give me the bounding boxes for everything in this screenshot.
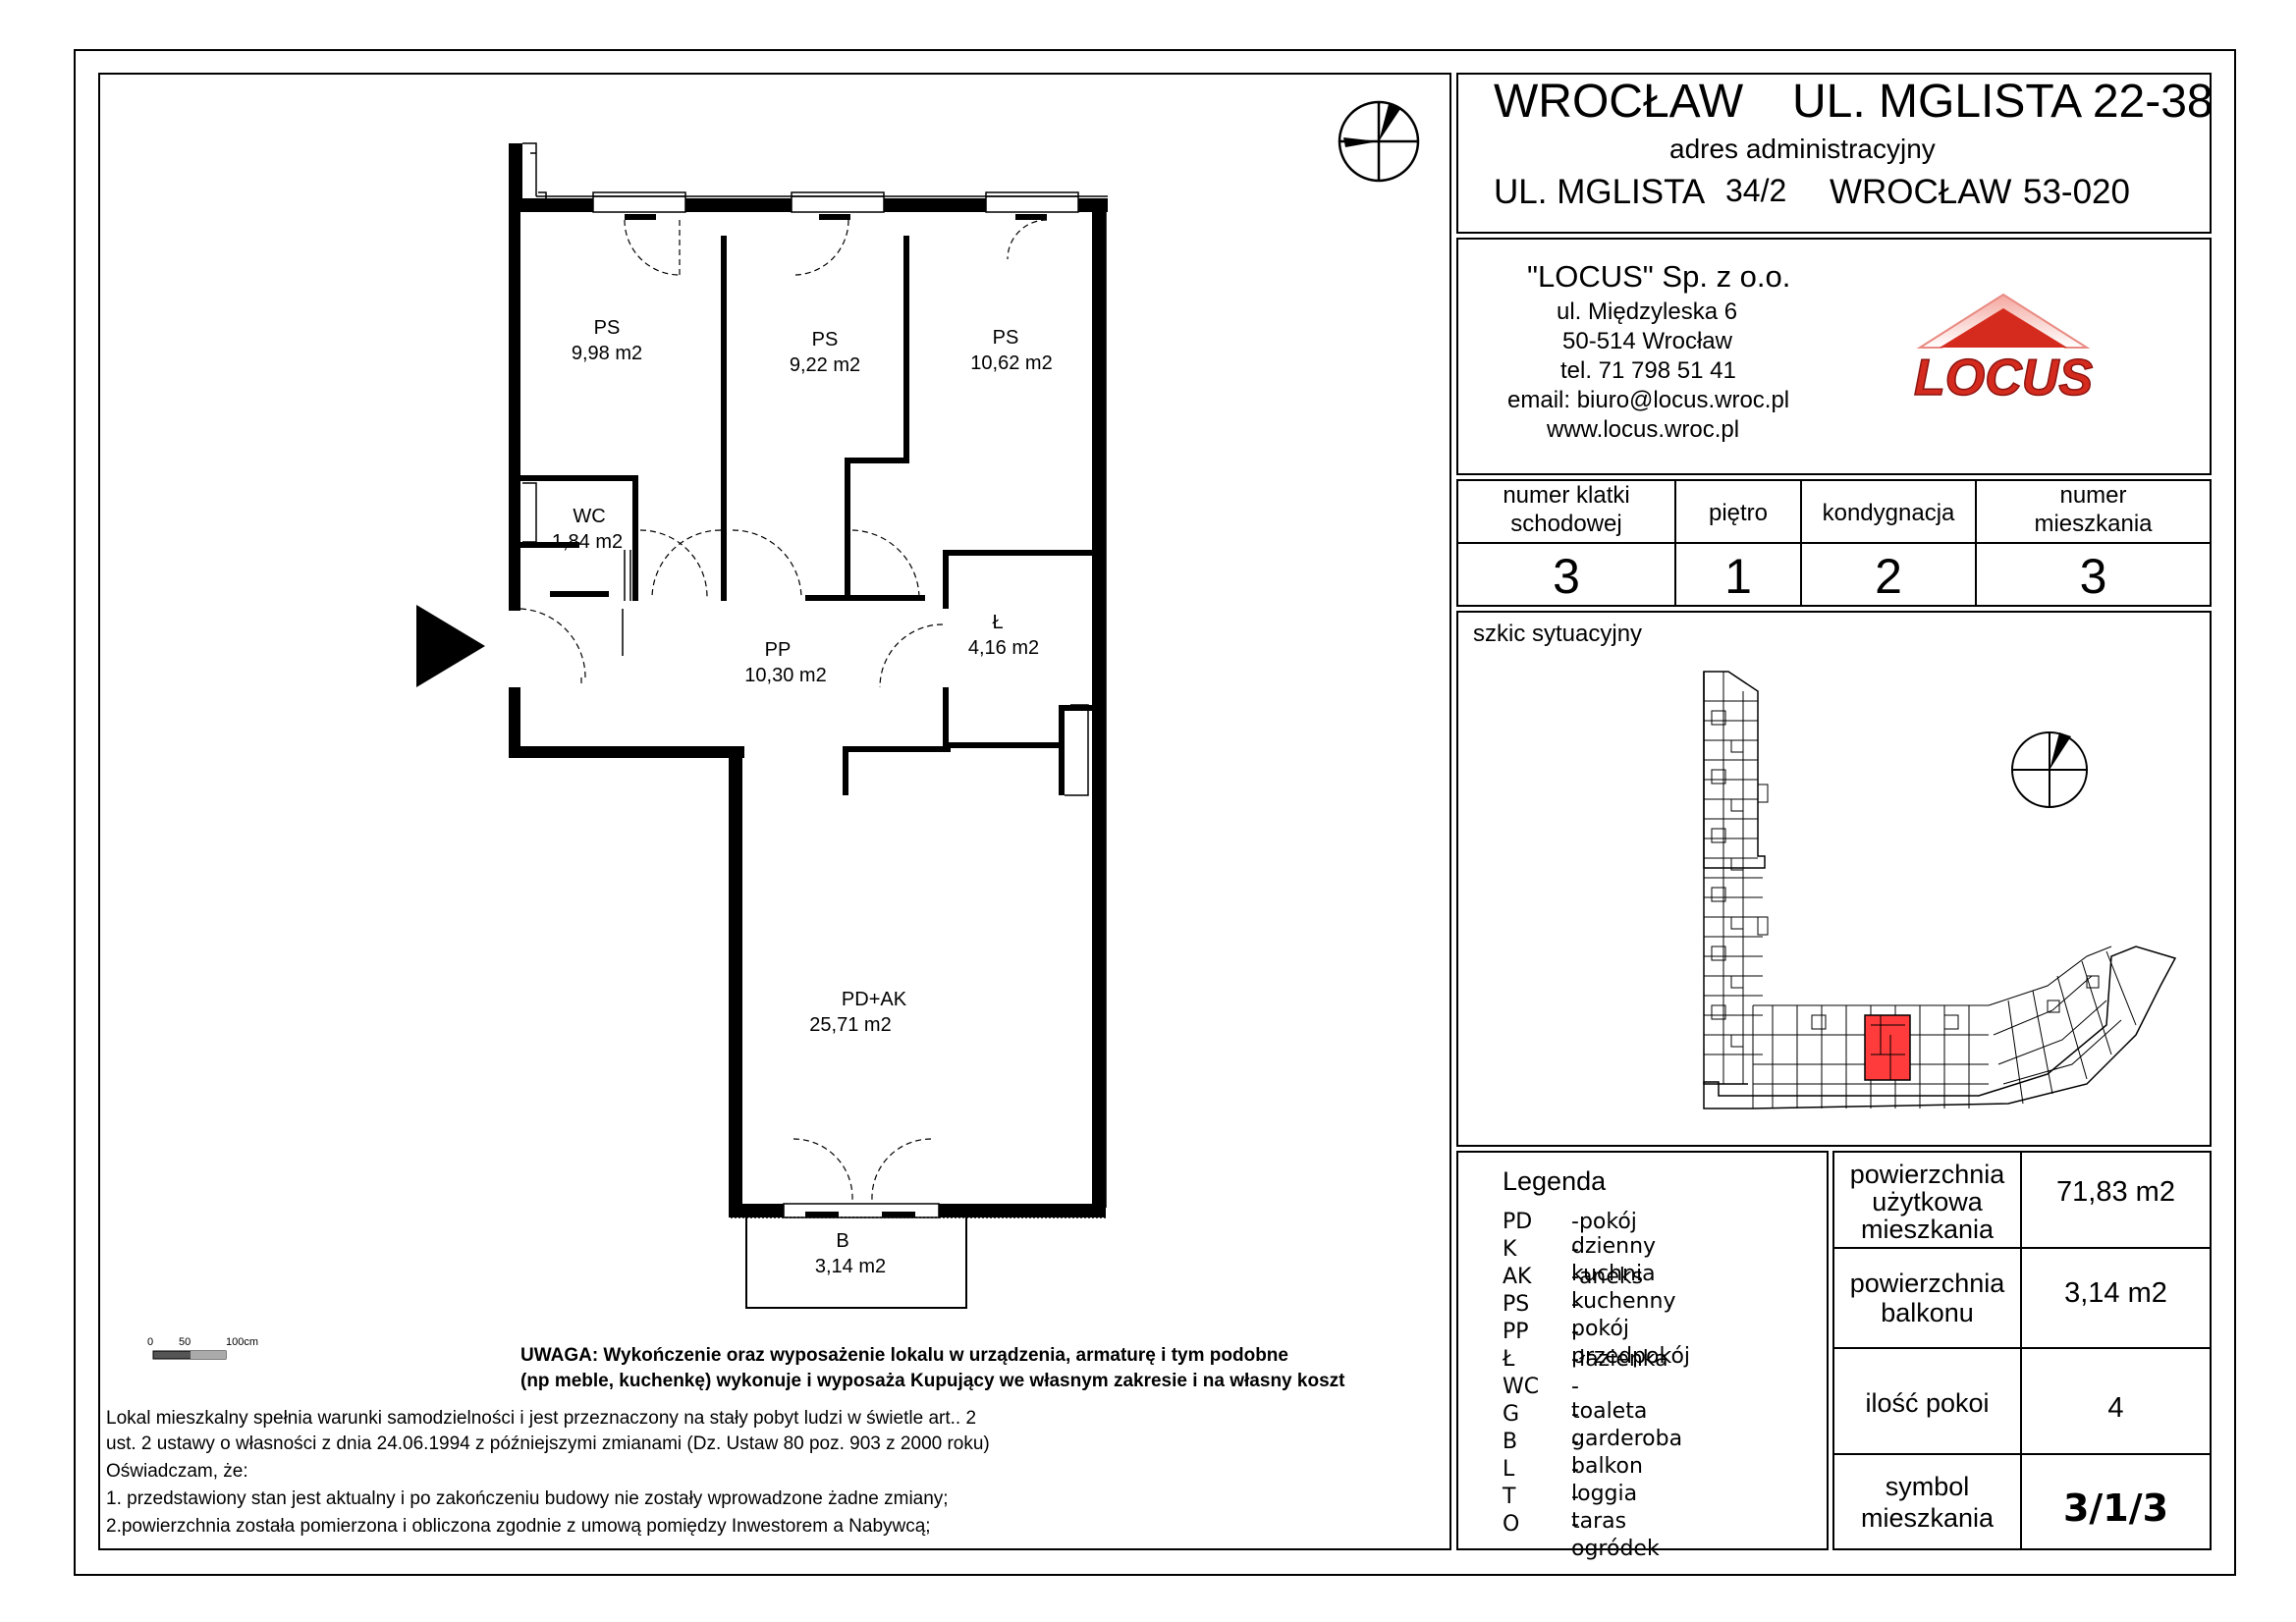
plan-frame: [98, 73, 1451, 1550]
room-pp-area: 10,30 m2: [744, 665, 826, 686]
legend-code: AK: [1503, 1265, 1532, 1289]
legend-code: K: [1503, 1237, 1517, 1262]
floor-plan: PS 9,98 m2 PS 9,22 m2 PS 10,62 m2 WC 1,8…: [147, 100, 1420, 1360]
declaration-1: Lokal mieszkalny spełnia warunki samodzi…: [106, 1408, 977, 1429]
info-value-level: 2: [1800, 542, 1977, 607]
legend-description: -garderoba: [1571, 1402, 1683, 1451]
room-ps2-area: 9,22 m2: [790, 354, 860, 376]
room-bath-code: Ł: [992, 612, 1003, 633]
info-header-level: kondygnacja: [1800, 479, 1977, 544]
company-phone: tel. 71 798 51 41: [1560, 357, 1736, 384]
site-plan-drawing: [1703, 671, 2177, 1109]
legend-description: -aneks kuchenny: [1571, 1265, 1676, 1314]
summary-balcony-value: 3,14 m2: [2020, 1247, 2212, 1349]
admin-street: UL. MGLISTA: [1494, 173, 1706, 211]
legend-code: T: [1503, 1485, 1516, 1509]
room-ps2-code: PS: [812, 329, 839, 351]
notice-line2: (np meble, kuchenkę) wykonuje i wyposaża…: [520, 1371, 1345, 1391]
declaration-4: 1. przedstawiony stan jest aktualny i po…: [106, 1488, 949, 1509]
declaration-2: ust. 2 ustawy o własności z dnia 24.06.1…: [106, 1433, 990, 1454]
legend-code: Ł: [1503, 1347, 1515, 1372]
balcony-outline: [745, 1217, 967, 1309]
declaration-3: Oświadczam, że:: [106, 1461, 248, 1482]
info-value-staircase: 3: [1456, 542, 1676, 607]
legend-description: -pokój dzienny: [1571, 1210, 1657, 1259]
room-pp-code: PP: [765, 639, 792, 661]
room-balcony-code: B: [836, 1230, 848, 1252]
admin-postcode: 53-020: [2023, 173, 2130, 211]
company-www: www.locus.wroc.pl: [1547, 416, 1740, 443]
summary-rooms-label: ilość pokoi: [1832, 1347, 2022, 1455]
scale-bar: 0 50 100cm: [147, 1336, 258, 1360]
address-header: WROCŁAW UL. MGLISTA 22-38 adres administ…: [1456, 73, 2214, 234]
admin-number: 34/2: [1725, 173, 1787, 208]
legend-description: -przedpokój: [1571, 1320, 1691, 1369]
legend-description: -balkon: [1571, 1430, 1643, 1479]
locus-logo-text: LOCUS: [1914, 350, 2093, 406]
company-email: email: biuro@locus.wroc.pl: [1507, 387, 1790, 413]
legend-description: -kuchnia: [1571, 1237, 1656, 1286]
info-value-apartment-number: 3: [1975, 542, 2212, 607]
outer-frame: [74, 49, 2236, 1576]
summary-usable-area-label: powierzchnia użytkowa mieszkania: [1832, 1151, 2022, 1249]
legend-code: PS: [1503, 1292, 1530, 1317]
admin-address-label: adres administracyjny: [1669, 134, 1936, 164]
site-plan: szkic sytuacyjny: [1456, 611, 2212, 1147]
info-header-apartment-number: numer mieszkania: [1975, 479, 2212, 544]
room-ps1-code: PS: [594, 317, 621, 339]
scale-label-100: 100cm: [226, 1336, 258, 1348]
scale-label-0: 0: [147, 1336, 153, 1348]
declaration-5: 2.powierzchnia została pomierzona i obli…: [106, 1516, 931, 1537]
legend-code: B: [1503, 1430, 1518, 1454]
room-ps1-area: 9,98 m2: [572, 343, 642, 364]
legend-description: -loggia: [1571, 1457, 1638, 1506]
company-name: "LOCUS" Sp. z o.o.: [1527, 259, 1791, 294]
summary-rooms-value: 4: [2020, 1347, 2212, 1455]
room-balcony-area: 3,14 m2: [815, 1256, 886, 1277]
room-bath-area: 4,16 m2: [968, 637, 1039, 659]
legend-description: -toaleta: [1571, 1375, 1648, 1424]
locus-logo: LOCUS: [1913, 293, 2094, 407]
legend-code: WC: [1503, 1375, 1540, 1399]
legend-code: PD: [1503, 1210, 1533, 1234]
room-pdak-code: PD+AK: [842, 989, 907, 1010]
summary-usable-area-value: 71,83 m2: [2020, 1151, 2212, 1249]
site-plan-label: szkic sytuacyjny: [1473, 621, 1643, 647]
room-ps3-code: PS: [993, 327, 1019, 349]
company-info: "LOCUS" Sp. z o.o. ul. Międzyleska 6 50-…: [1456, 238, 2212, 475]
legend-title: Legenda: [1503, 1166, 1607, 1196]
room-pdak-area: 25,71 m2: [809, 1014, 891, 1036]
legend-description: -pokój: [1571, 1292, 1629, 1341]
legend-code: G: [1503, 1402, 1520, 1427]
legend-code: O: [1503, 1512, 1520, 1537]
scale-label-50: 50: [179, 1336, 191, 1348]
site-plan-north-arrow-icon: [2011, 731, 2088, 808]
info-value-floor: 1: [1674, 542, 1802, 607]
legend: [1456, 1151, 1829, 1550]
notice-line1: UWAGA: Wykończenie oraz wyposażenie loka…: [520, 1345, 1288, 1366]
summary-symbol-label: symbol mieszkania: [1832, 1453, 2022, 1550]
legend-description: -łazienka: [1571, 1347, 1668, 1372]
room-wc-area: 1,84 m2: [552, 531, 623, 553]
room-ps3-area: 10,62 m2: [970, 352, 1052, 374]
summary-balcony-label: powierzchnia balkonu: [1832, 1247, 2022, 1349]
info-header-staircase: numer klatki schodowej: [1456, 479, 1676, 544]
room-wc-code: WC: [573, 506, 605, 527]
street-title: UL. MGLISTA 22-38: [1792, 76, 2214, 128]
legend-description: -ogródek: [1571, 1512, 1660, 1561]
company-address1: ul. Międzyleska 6: [1557, 298, 1738, 325]
summary-symbol-value: 3/1/3: [2020, 1453, 2212, 1550]
north-arrow-icon: [1338, 100, 1420, 183]
city-title: WROCŁAW: [1494, 76, 1744, 128]
site-plan-highlight: [1864, 1014, 1911, 1081]
admin-city: WROCŁAW: [1830, 173, 2012, 211]
legend-code: L: [1503, 1457, 1515, 1482]
company-address2: 50-514 Wrocław: [1562, 328, 1732, 354]
info-header-floor: piętro: [1674, 479, 1802, 544]
legend-description: -taras: [1571, 1485, 1627, 1534]
entry-arrow-icon: [416, 605, 485, 687]
legend-code: PP: [1503, 1320, 1529, 1344]
